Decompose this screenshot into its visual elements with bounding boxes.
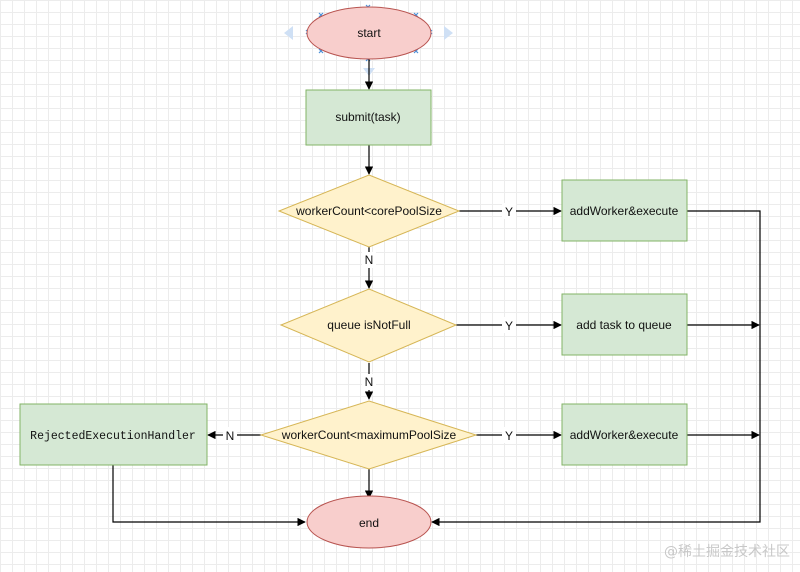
start-node[interactable]: start: [306, 6, 432, 60]
decision-core-pool-label: workerCount<corePoolSize: [295, 204, 442, 218]
label-no-2: N: [365, 375, 374, 389]
decision-core-pool[interactable]: workerCount<corePoolSize: [277, 174, 461, 248]
reject-handler-node[interactable]: RejectedExecutionHandler: [19, 403, 208, 466]
add-worker-label-1: addWorker&execute: [570, 204, 679, 218]
add-worker-label-2: addWorker&execute: [570, 428, 679, 442]
reject-handler-label: RejectedExecutionHandler: [30, 430, 196, 443]
edge-labels: Y N Y N Y N: [223, 203, 516, 443]
edge-action1-end: [431, 210, 761, 527]
label-no-3: N: [226, 429, 235, 443]
add-worker-node-1[interactable]: addWorker&execute: [561, 179, 688, 242]
decision-max-pool[interactable]: workerCount<maximumPoolSize: [259, 400, 478, 470]
label-yes-1: Y: [505, 205, 513, 219]
label-yes-2: Y: [505, 319, 513, 333]
decision-max-pool-label: workerCount<maximumPoolSize: [281, 428, 457, 442]
start-label: start: [357, 26, 381, 40]
add-to-queue-node[interactable]: add task to queue: [561, 293, 688, 356]
label-yes-3: Y: [505, 429, 513, 443]
end-node[interactable]: end: [306, 495, 432, 549]
decision-queue-label: queue isNotFull: [327, 318, 410, 332]
decision-queue[interactable]: queue isNotFull: [279, 288, 458, 363]
add-to-queue-label: add task to queue: [576, 318, 672, 332]
add-worker-node-2[interactable]: addWorker&execute: [561, 403, 688, 466]
end-label: end: [359, 516, 379, 530]
edge-reject-end: [112, 465, 306, 527]
submit-label: submit(task): [335, 110, 400, 124]
submit-node[interactable]: submit(task): [305, 89, 432, 146]
label-no-1: N: [365, 253, 374, 267]
watermark-text: @稀土掘金技术社区: [664, 544, 790, 560]
